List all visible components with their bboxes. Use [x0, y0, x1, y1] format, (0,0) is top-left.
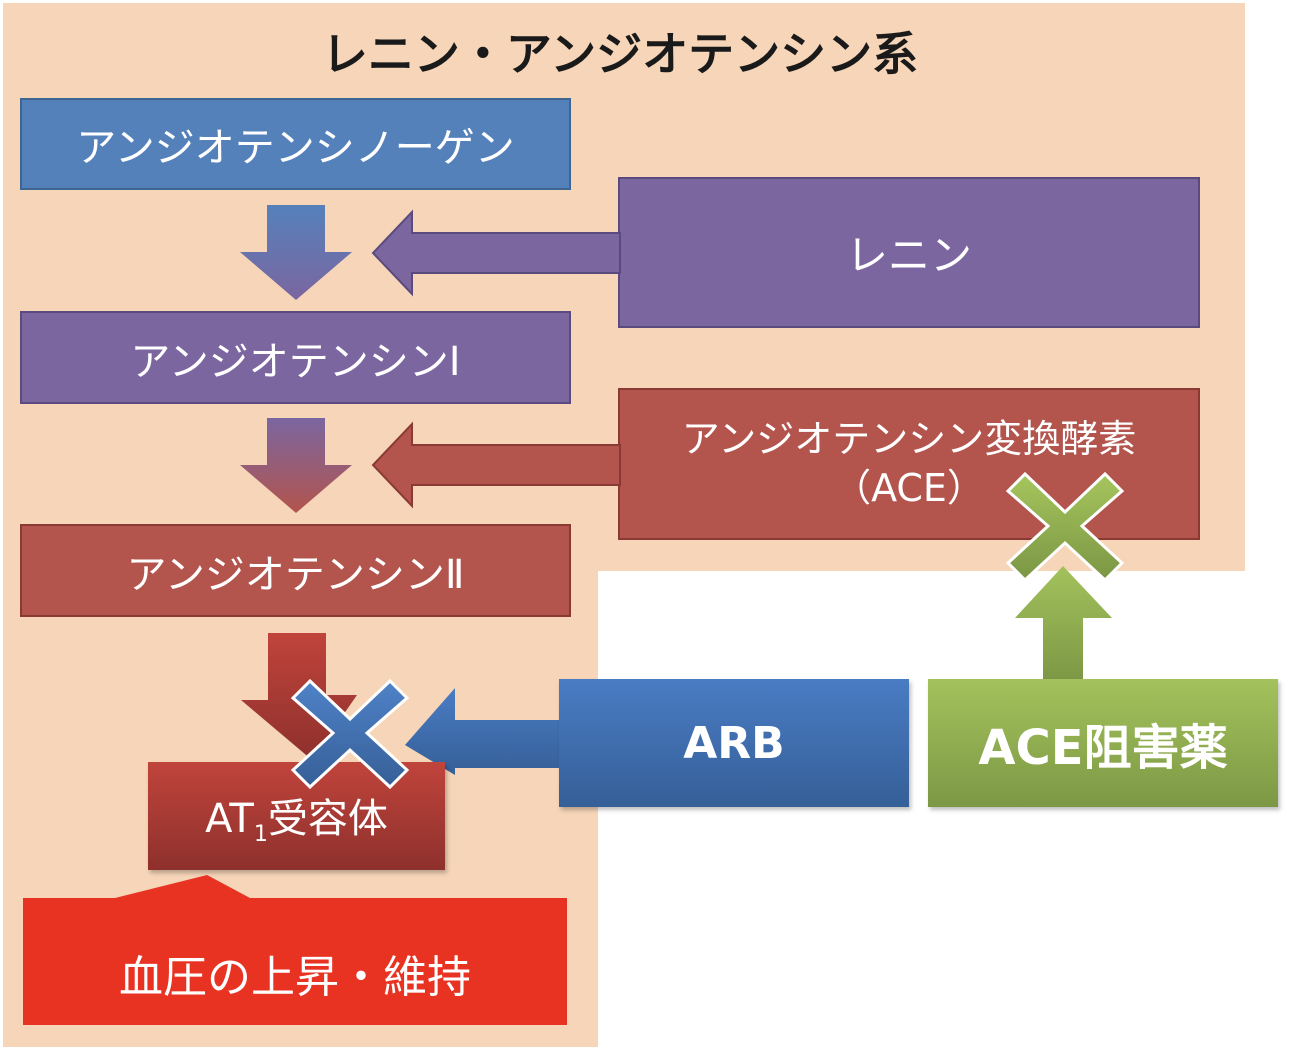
- ace-inhibitor-box: ACE阻害薬: [928, 679, 1278, 807]
- at1-suffix: 受容体: [267, 795, 388, 842]
- at1-subscript: 1: [253, 821, 268, 847]
- ace-box: アンジオテンシン変換酵素 （ACE）: [618, 388, 1200, 540]
- angiotensin2-label: アンジオテンシンⅡ: [126, 551, 465, 598]
- ace-label-line1: アンジオテンシン変換酵素: [681, 416, 1137, 461]
- ace-left-arrow: [371, 421, 621, 509]
- angiotensin1-label: アンジオテンシンⅠ: [130, 338, 461, 385]
- angiotensinogen-box: アンジオテンシノーゲン: [20, 98, 571, 190]
- ace-inhibitor-label: ACE阻害薬: [978, 720, 1228, 776]
- angiotensinogen-label: アンジオテンシノーゲン: [76, 125, 515, 171]
- at1-receptor-label: AT1受容体: [205, 786, 388, 847]
- ace-label-line2: （ACE）: [833, 466, 985, 510]
- angiotensin1-box: アンジオテンシンⅠ: [20, 311, 571, 404]
- renin-left-arrow: [371, 209, 621, 297]
- arb-left-arrow: [405, 688, 565, 775]
- arb-label: ARB: [683, 717, 785, 769]
- at1-prefix: AT: [205, 795, 254, 842]
- renin-label: レニン: [845, 231, 972, 280]
- angiotensin2-box: アンジオテンシンⅡ: [20, 524, 571, 617]
- bp-box: 血圧の上昇・維持: [23, 920, 567, 1025]
- ace-inhibitor-up-arrow: [1015, 566, 1112, 680]
- renin-box: レニン: [618, 177, 1200, 328]
- arb-box: ARB: [559, 679, 909, 807]
- diagram-title: レニン・アンジオテンシン系: [321, 27, 919, 81]
- down-arrow-1: [240, 205, 352, 300]
- arb-block-x-icon: [290, 678, 410, 790]
- bp-callout-shape: [23, 875, 567, 1025]
- down-arrow-2: [240, 418, 352, 513]
- ace-block-x-icon: [1005, 471, 1125, 583]
- bp-label: 血圧の上昇・維持: [119, 951, 471, 1003]
